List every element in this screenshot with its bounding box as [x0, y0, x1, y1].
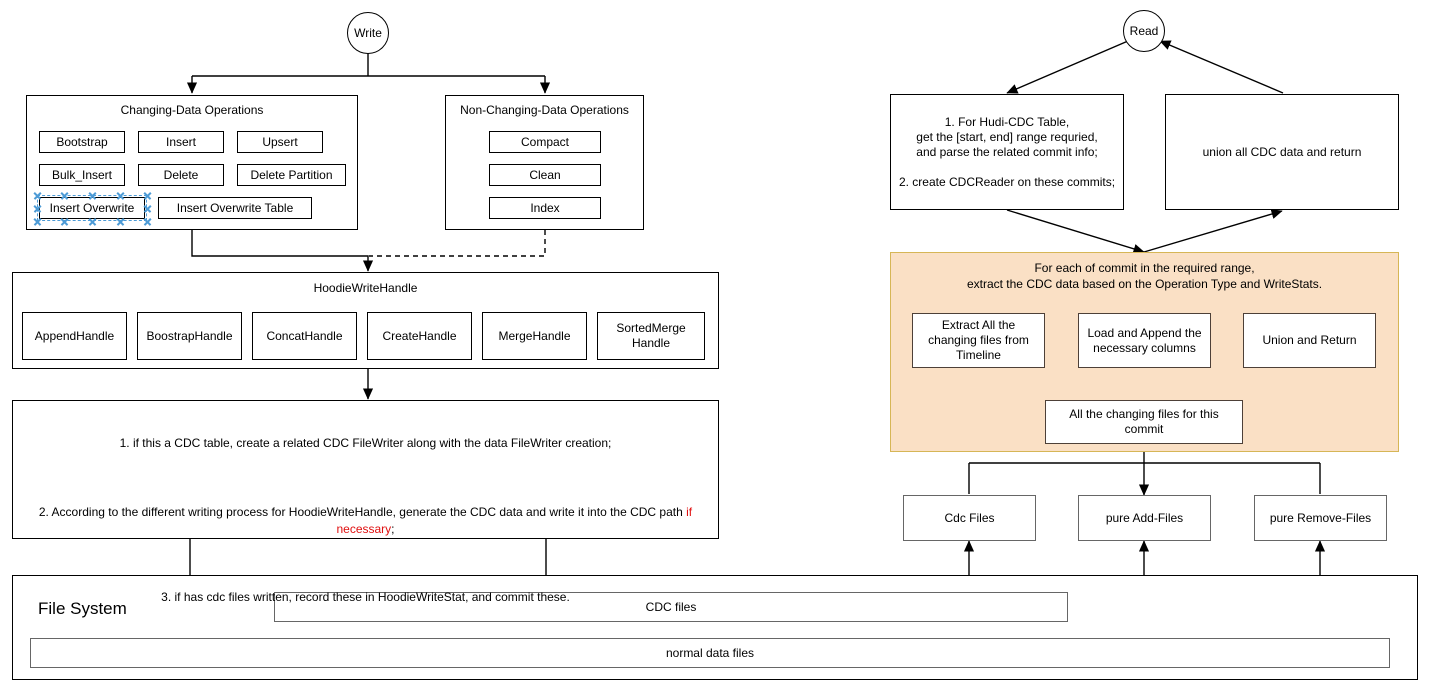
op-bulk-insert-label: Bulk_Insert — [51, 167, 113, 182]
op-delete-label: Delete — [163, 167, 199, 182]
handle-append-label: AppendHandle — [34, 328, 115, 343]
op-insert-label: Insert — [165, 134, 196, 149]
op-bulk-insert[interactable]: Bulk_Insert — [39, 164, 125, 186]
op-delete-partition[interactable]: Delete Partition — [237, 164, 346, 186]
read-union-box[interactable]: union all CDC data and return — [1165, 94, 1399, 210]
op-clean[interactable]: Clean — [489, 164, 601, 186]
edge-read-to-prepare — [1006, 40, 1129, 94]
op-insert-overwrite-table[interactable]: Insert Overwrite Table — [158, 197, 312, 219]
handle-sorted-merge[interactable]: SortedMerge Handle — [597, 312, 705, 360]
write-start-node[interactable]: Write — [347, 12, 389, 54]
op-compact[interactable]: Compact — [489, 131, 601, 153]
op-bootstrap-label: Bootstrap — [56, 134, 108, 149]
steps-spacer-2 — [22, 556, 709, 572]
source-pure-remove-files[interactable]: pure Remove-Files — [1254, 495, 1387, 541]
op-bootstrap[interactable]: Bootstrap — [39, 131, 125, 153]
op-index[interactable]: Index — [489, 197, 601, 219]
extract-changing-files-box[interactable]: Extract All the changing files from Time… — [912, 313, 1045, 368]
handle-sorted-merge-label: SortedMerge Handle — [616, 321, 686, 350]
normal-data-files-row[interactable]: normal data files — [30, 638, 1390, 668]
handle-bootstrap[interactable]: BoostrapHandle — [137, 312, 242, 360]
source-cdc-files-label: Cdc Files — [944, 510, 995, 525]
op-clean-label: Clean — [529, 167, 561, 182]
op-delete[interactable]: Delete — [138, 164, 224, 186]
union-and-return-label: Union and Return — [1262, 333, 1357, 347]
hoodie-write-handle-title: HoodieWriteHandle — [313, 281, 418, 295]
edge-prepare-to-panel — [1006, 209, 1145, 254]
union-and-return-box[interactable]: Union and Return — [1243, 313, 1376, 368]
read-prepare-box[interactable]: 1. For Hudi-CDC Table, get the [start, e… — [890, 94, 1124, 210]
edge-nonchanging-dashed — [369, 230, 546, 257]
commit-range-panel-header: For each of commit in the required range… — [966, 261, 1323, 292]
source-pure-add-files[interactable]: pure Add-Files — [1078, 495, 1211, 541]
cdc-files-row-label: CDC files — [645, 599, 697, 614]
all-changing-files-commit-label: All the changing files for this commit — [1069, 407, 1219, 436]
read-start-node[interactable]: Read — [1123, 10, 1165, 52]
source-pure-add-files-label: pure Add-Files — [1105, 510, 1184, 525]
changing-data-operations-title: Changing-Data Operations — [120, 103, 264, 117]
read-union-text: union all CDC data and return — [1202, 144, 1362, 159]
op-delete-partition-label: Delete Partition — [250, 167, 333, 182]
handle-merge[interactable]: MergeHandle — [482, 312, 587, 360]
cdc-write-step-2-pre: 2. According to the different writing pr… — [38, 504, 687, 519]
op-insert-overwrite[interactable]: Insert Overwrite — [39, 197, 145, 219]
cdc-write-step-3: 3. if has cdc files written, record thes… — [161, 590, 570, 605]
handle-bootstrap-label: BoostrapHandle — [146, 328, 233, 343]
edge-union-to-read — [1159, 40, 1284, 94]
cdc-write-step-2: 2. According to the different writing pr… — [22, 504, 709, 539]
handle-create[interactable]: CreateHandle — [367, 312, 472, 360]
op-index-label: Index — [530, 200, 560, 215]
source-cdc-files[interactable]: Cdc Files — [903, 495, 1036, 541]
op-upsert-label: Upsert — [262, 134, 298, 149]
handle-create-label: CreateHandle — [382, 328, 457, 343]
cdc-write-steps-text: 1. if this a CDC table, create a related… — [22, 418, 709, 624]
cdc-write-steps-box[interactable] — [12, 400, 719, 539]
handle-concat-label: ConcatHandle — [266, 328, 343, 343]
load-append-columns-label: Load and Append the necessary columns — [1087, 325, 1202, 355]
op-compact-label: Compact — [520, 134, 570, 149]
cdc-write-step-1: 1. if this a CDC table, create a related… — [119, 436, 612, 451]
op-insert-overwrite-table-label: Insert Overwrite Table — [176, 200, 294, 215]
extract-changing-files-label: Extract All the changing files from Time… — [928, 318, 1029, 362]
op-upsert[interactable]: Upsert — [237, 131, 323, 153]
steps-spacer-1 — [22, 470, 709, 486]
edge-panel-to-union — [1143, 209, 1283, 253]
cdc-write-step-2-post: ; — [391, 521, 395, 536]
source-pure-remove-files-label: pure Remove-Files — [1269, 510, 1372, 525]
edge-changing-to-handle — [191, 230, 374, 272]
write-start-label: Write — [354, 25, 382, 40]
handle-append[interactable]: AppendHandle — [22, 312, 127, 360]
op-insert-overwrite-label: Insert Overwrite — [49, 200, 135, 215]
read-start-label: Read — [1129, 23, 1159, 38]
cdc-files-row[interactable]: CDC files — [274, 592, 1068, 622]
handle-merge-label: MergeHandle — [498, 328, 571, 343]
cdc-write-step-2-emphasis: if necessary — [336, 504, 693, 536]
op-insert[interactable]: Insert — [138, 131, 224, 153]
all-changing-files-commit-box[interactable]: All the changing files for this commit — [1045, 400, 1243, 444]
read-prepare-text: 1. For Hudi-CDC Table, get the [start, e… — [898, 114, 1116, 189]
non-changing-data-operations-title: Non-Changing-Data Operations — [460, 103, 629, 117]
file-system-title: File System — [38, 599, 127, 618]
normal-data-files-row-label: normal data files — [665, 645, 755, 660]
handle-concat[interactable]: ConcatHandle — [252, 312, 357, 360]
load-append-columns-box[interactable]: Load and Append the necessary columns — [1078, 313, 1211, 368]
